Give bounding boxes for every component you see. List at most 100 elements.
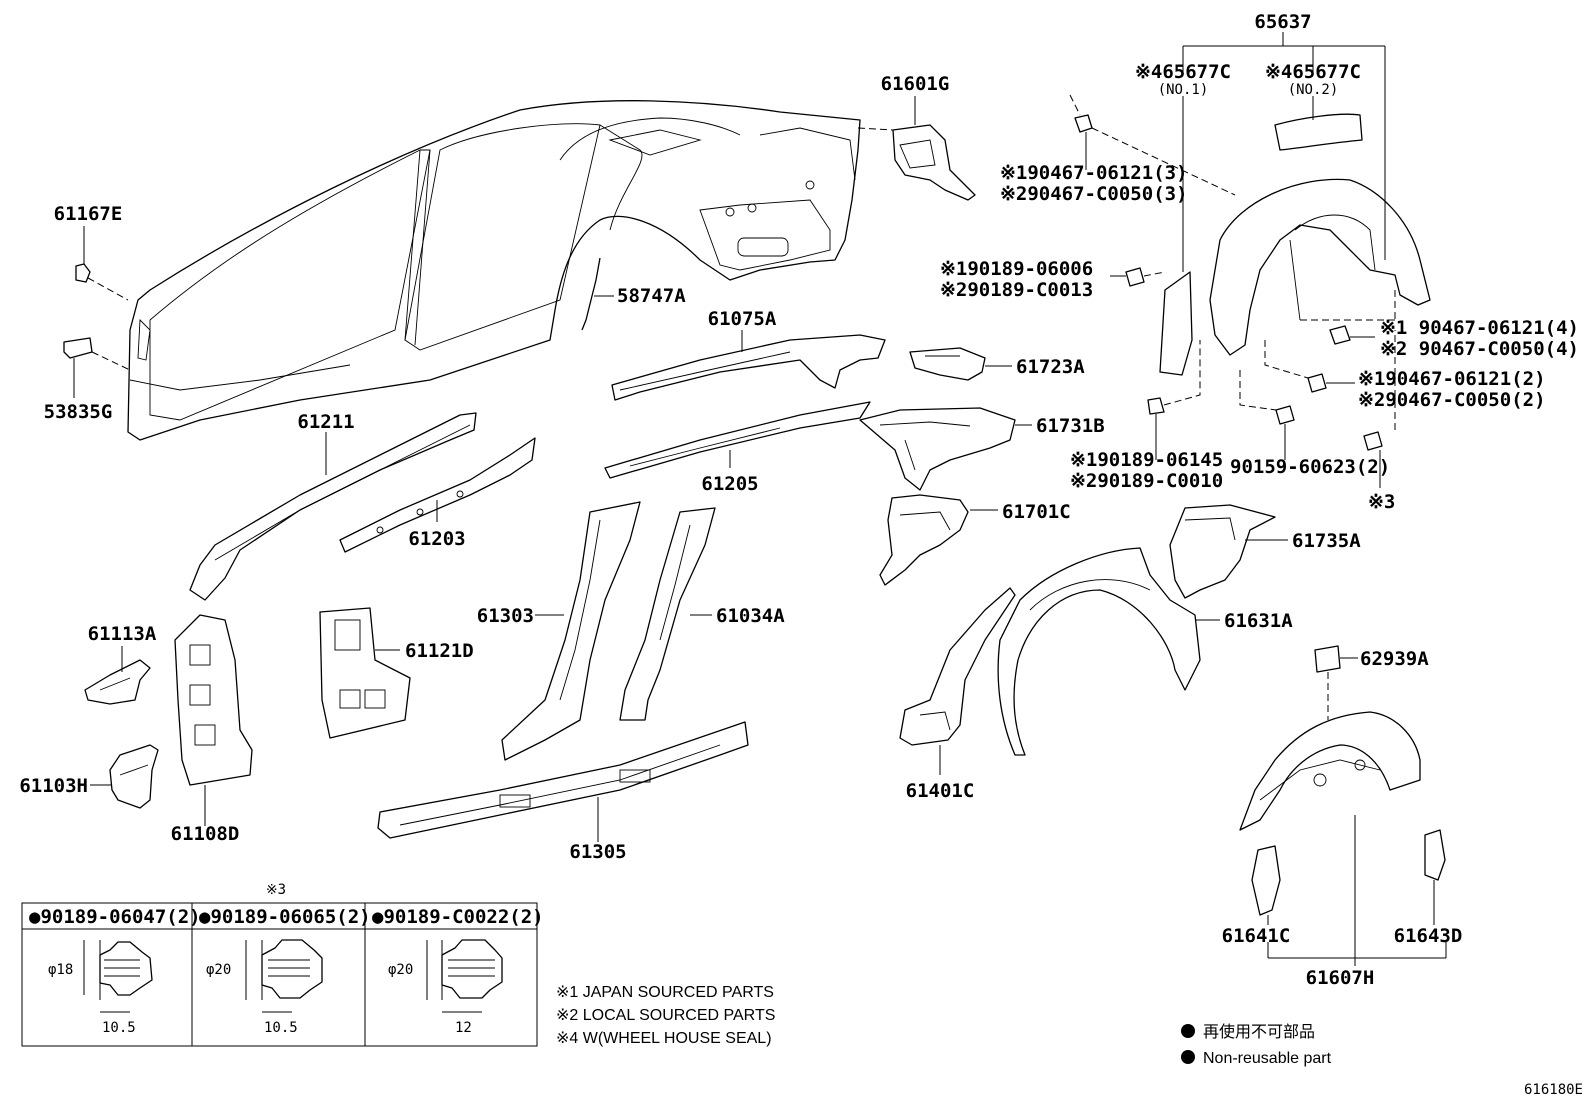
callout-58747a: 58747A [617, 285, 686, 307]
clip-1-length: 10.5 [102, 1020, 136, 1036]
callout-61401c: 61401C [906, 780, 975, 802]
fastener-label: ※3 [1368, 491, 1395, 513]
callout-61121d: 61121D [405, 640, 474, 662]
part-61167e-clip [75, 226, 129, 301]
callout-61167e: 61167E [54, 203, 123, 225]
part-61305-rocker [377, 721, 749, 842]
fastener-label: ※1 90467-06121(4) [1380, 317, 1579, 339]
clip-drawing-2: φ20 10.5 [206, 939, 323, 1036]
callout-65677c-no2: ※465677C [1265, 61, 1361, 83]
body-side-outer-panel [127, 100, 861, 441]
callout-65677c-no1: ※465677C [1135, 61, 1231, 83]
part-61075a-roof-rail [611, 330, 886, 401]
part-61401c [899, 587, 1016, 775]
part-61731b [859, 407, 1032, 491]
callout-65677c-no1-sub: (NO.1) [1158, 82, 1209, 98]
clip-2-diameter: φ20 [206, 962, 231, 978]
part-61211-roof-side-rail [189, 412, 477, 601]
callout-61075a: 61075A [708, 308, 777, 330]
table-mark: ※3 [266, 882, 286, 898]
callout-labels: 65637 ※465677C (NO.1) ※465677C (NO.2) 61… [19, 11, 1462, 989]
part-58747a [581, 257, 614, 331]
legend-en: Non-reusable part [1203, 1050, 1332, 1067]
fastener-screw [1239, 370, 1295, 460]
table-header-2: ●90189-06065(2) [199, 906, 371, 928]
fastener-clip-mid [1110, 267, 1166, 287]
clip-2-length: 10.5 [264, 1020, 298, 1036]
note-1: ※1 JAPAN SOURCED PARTS [556, 984, 774, 1001]
notes: ※1 JAPAN SOURCED PARTS ※2 LOCAL SOURCED … [556, 984, 775, 1047]
callout-61211: 61211 [297, 411, 354, 433]
fastener-label: ※190189-06145 [1070, 449, 1223, 471]
fastener-label: ※190189-06006 [940, 258, 1093, 280]
callout-61641c: 61641C [1222, 925, 1291, 947]
fastener-label: ※290189-C0010 [1070, 470, 1223, 492]
callout-61701c: 61701C [1002, 501, 1071, 523]
callout-61601g: 61601G [881, 73, 950, 95]
part-61643d [1424, 829, 1446, 925]
callout-61731b: 61731B [1036, 415, 1105, 437]
callout-61205: 61205 [701, 473, 758, 495]
fastener-labels: ※190467-06121(3) ※290467-C0050(3) ※19018… [940, 162, 1579, 513]
clip-spec-table: ※3 ●90189-06047(2) ●90189-06065(2) ●9018… [21, 882, 544, 1047]
part-61641c [1251, 845, 1281, 925]
table-header-1: ●90189-06047(2) [29, 906, 201, 928]
part-61303-center-pillar [501, 501, 641, 761]
legend-jp: 再使用不可部品 [1203, 1023, 1315, 1041]
clip-3-length: 12 [455, 1020, 472, 1036]
callout-61113a: 61113A [88, 623, 157, 645]
fastener-clip-bottom-3 [1363, 330, 1396, 488]
callout-61303: 61303 [477, 605, 534, 627]
callout-65677c-no2-sub: (NO.2) [1288, 82, 1339, 98]
callout-65637: 65637 [1254, 11, 1311, 33]
bullet-icon [1181, 1024, 1195, 1038]
callout-61723a: 61723A [1016, 356, 1085, 378]
bullet-icon [1181, 1050, 1195, 1064]
clip-3-diameter: φ20 [388, 962, 413, 978]
part-61121d [319, 607, 411, 739]
clip-drawing-1: φ18 10.5 [48, 940, 153, 1036]
callout-53835g: 53835G [44, 401, 113, 423]
callout-61103h: 61103H [19, 775, 88, 797]
part-61034a-center-pillar-reinf [619, 507, 716, 721]
fastener-clip-bottom-1 [1147, 340, 1201, 460]
callout-61203: 61203 [408, 528, 465, 550]
fastener-label: ※290467-C0050(3) [1000, 183, 1188, 205]
part-61103h [90, 744, 159, 809]
part-62939a-block [1314, 645, 1358, 720]
part-61701c [879, 494, 998, 586]
note-2: ※2 LOCAL SOURCED PARTS [556, 1007, 775, 1024]
callout-61607h: 61607H [1306, 967, 1375, 989]
callout-62939a: 62939A [1360, 648, 1429, 670]
fastener-nut-right-2 [1264, 340, 1355, 393]
part-61601g [857, 96, 976, 201]
fastener-label: ※190467-06121(2) [1358, 368, 1546, 390]
part-61735a [1169, 504, 1288, 599]
table-header-3: ●90189-C0022(2) [372, 906, 544, 928]
part-61723a [909, 347, 1012, 381]
fastener-nut-top [1069, 94, 1236, 196]
callout-61034a: 61034A [716, 605, 785, 627]
part-61631a-wheelhouse-outer [997, 547, 1220, 756]
clip-drawing-3: φ20 12 [388, 939, 503, 1036]
callout-61631a: 61631A [1224, 610, 1293, 632]
callout-61305: 61305 [569, 841, 626, 863]
fastener-nut-right-1 [1300, 290, 1396, 345]
fastener-label: ※190467-06121(3) [1000, 162, 1188, 184]
part-61108d [174, 614, 253, 826]
part-61113a [84, 646, 151, 705]
legend: 再使用不可部品 Non-reusable part [1181, 1023, 1332, 1067]
fastener-label: ※290467-C0050(2) [1358, 389, 1546, 411]
part-65637-liner [1182, 32, 1431, 356]
diagram-code: 616180E [1524, 1082, 1583, 1098]
part-65677c-no2-seal [1274, 96, 1363, 151]
callout-61735a: 61735A [1292, 530, 1361, 552]
callout-61643d: 61643D [1394, 925, 1463, 947]
fastener-label: 90159-60623(2) [1230, 456, 1390, 478]
part-53835g-bracket [63, 337, 131, 398]
part-61205 [604, 401, 871, 479]
note-3: ※4 W(WHEEL HOUSE SEAL) [556, 1030, 772, 1047]
clip-1-diameter: φ18 [48, 962, 73, 978]
fastener-label: ※2 90467-C0050(4) [1380, 338, 1579, 360]
